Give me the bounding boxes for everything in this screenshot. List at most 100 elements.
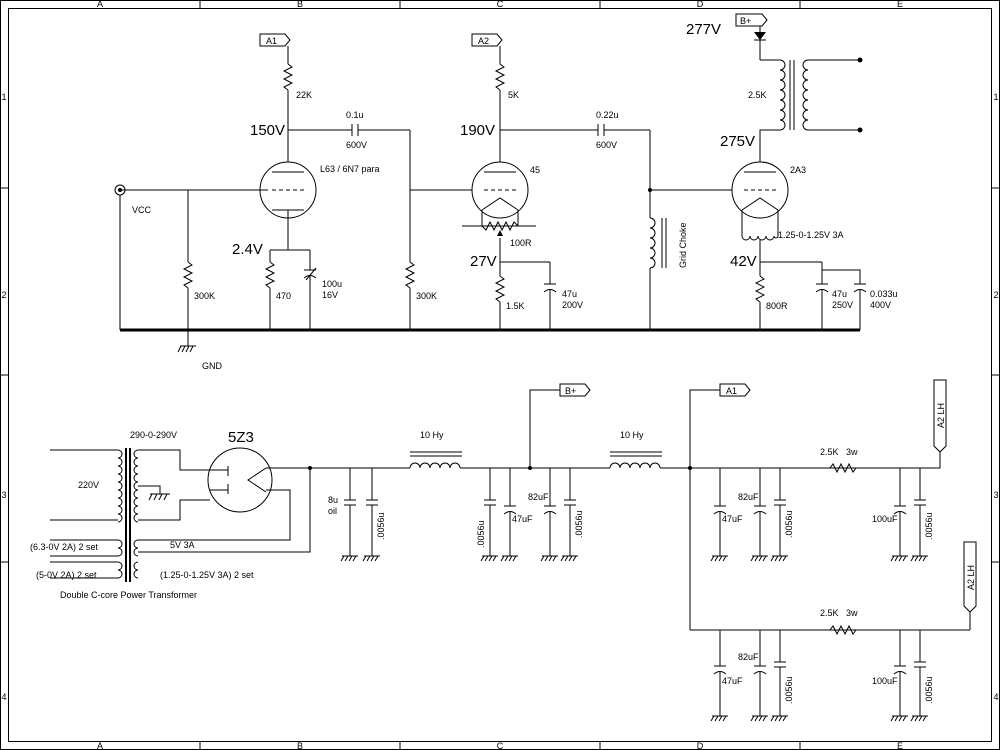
label-22k: 22K: [296, 90, 312, 100]
label-0056-1: .0056u: [376, 512, 386, 540]
rectifier-5z3: [207, 447, 273, 513]
cap-0056-1: [364, 468, 380, 557]
resistor-25k-1: [829, 462, 857, 474]
cap-0056-2: [482, 468, 498, 557]
tube-45: [462, 161, 536, 227]
tag-a2-lh-2-label: A2 LH: [966, 565, 976, 590]
cap-0056-4: [772, 468, 788, 557]
label-82uf-3: 82uF: [738, 652, 759, 662]
choke-2: [609, 462, 661, 469]
label-5k: 5K: [508, 90, 519, 100]
col-e-top: E: [897, 0, 903, 9]
cap-100u: [303, 267, 317, 281]
cap-82uf-3: [752, 630, 768, 717]
label-47uf-2: 47uF: [722, 514, 743, 524]
cap-022u: [597, 124, 605, 136]
label-100r: 100R: [510, 238, 532, 248]
resistor-800r: [754, 275, 766, 303]
resistor-100r: [481, 220, 519, 232]
voltage-27v: 27V: [470, 253, 497, 270]
cap-47uf-1: [502, 468, 518, 557]
label-100uf-2: 100uF: [872, 676, 898, 686]
tag-a1-psu-label: A1: [726, 386, 737, 396]
col-a-top: A: [97, 0, 103, 9]
voltage-277v: 277V: [686, 21, 721, 38]
tube-2a3: [731, 161, 789, 236]
label-0056-3: .0056u: [574, 510, 584, 538]
tag-bplus-psu-label: B+: [565, 386, 576, 396]
label-47u-v: 200V: [562, 300, 583, 310]
label-100u-v: 16V: [322, 290, 338, 300]
label-022u: 0.22u: [596, 110, 619, 120]
label-470: 470: [276, 291, 291, 301]
filament-winding: [741, 235, 779, 241]
col-d-top: D: [697, 0, 704, 9]
label-0056-7: .0056u: [924, 676, 934, 704]
filament-label: 1.25-0-1.25V 3A: [778, 230, 844, 240]
label-8u: 8u: [328, 495, 338, 505]
tube3-label: 2A3: [790, 165, 806, 175]
col-d-bottom: D: [697, 741, 704, 750]
label-0056-4: .0056u: [784, 510, 794, 538]
cap-47u-250v: [815, 283, 829, 293]
col-e-bottom: E: [897, 741, 903, 750]
label-1k5: 1.5K: [506, 301, 525, 311]
label-3w-1: 3w: [846, 447, 858, 457]
ot-primary: [779, 59, 786, 131]
tag-a1-top: [259, 33, 291, 47]
label-47uf-1: 47uF: [512, 514, 533, 524]
resistor-300k-b: [404, 261, 416, 289]
diode: [754, 32, 766, 40]
label-82uf-2: 82uF: [738, 492, 759, 502]
col-c-bottom: C: [497, 741, 504, 750]
choke1-label: 10 Hy: [420, 430, 444, 440]
label-63v: (6.3-0V 2A) 2 set: [30, 542, 99, 552]
label-100u: 100u: [322, 279, 342, 289]
cap-01u: [351, 124, 359, 136]
resistor-300k-a: [182, 261, 194, 289]
resistor-5k: [494, 63, 506, 91]
cap-47u-200v: [543, 283, 557, 293]
label-oil: oil: [328, 506, 337, 516]
label-125v: (1.25-0-1.25V 3A) 2 set: [160, 570, 254, 580]
voltage-24v: 2.4V: [232, 241, 263, 258]
label-3w-2: 3w: [846, 608, 858, 618]
resistor-22k: [282, 63, 294, 91]
tag-a1-top-label: A1: [266, 36, 277, 46]
voltage-275v: 275V: [720, 133, 755, 150]
cap-82uf-1: [542, 468, 558, 557]
tag-bplus-psu: [559, 383, 591, 397]
row-4-right: 4: [993, 692, 998, 702]
row-2-right: 2: [993, 290, 998, 300]
label-hv-secondary: 290-0-290V: [130, 430, 177, 440]
row-3-right: 3: [993, 490, 998, 500]
input-jack: [114, 184, 126, 330]
label-022u-v: 600V: [596, 140, 617, 150]
label-800r: 800R: [766, 301, 788, 311]
tube1-label: L63 / 6N7 para: [320, 164, 380, 174]
label-47uf-3: 47uF: [722, 676, 743, 686]
voltage-150v: 150V: [250, 122, 285, 139]
col-b-bottom: B: [297, 741, 303, 750]
label-25k-2: 2.5K: [820, 608, 839, 618]
label-47u-2: 47u: [832, 289, 847, 299]
tube2-label: 45: [530, 165, 540, 175]
grid-choke-label: Grid Choke: [678, 222, 688, 268]
rectifier-label: 5Z3: [228, 429, 254, 446]
psu-ground-marks: [340, 555, 927, 722]
tag-a2-lh-1: [933, 379, 947, 453]
gnd-symbol: [177, 330, 196, 353]
label-01u: 0.1u: [346, 110, 364, 120]
tag-a2-lh-1-label: A2 LH: [936, 403, 946, 428]
cap-0056-6: [772, 630, 788, 717]
tag-a1-psu: [719, 383, 751, 397]
cap-100uf-1: [892, 468, 908, 557]
vcc-label: VCC: [132, 205, 152, 215]
col-b-top: B: [297, 0, 303, 9]
cap-47uf-2: [712, 468, 728, 557]
cap-100uf-2: [892, 630, 908, 717]
label-0033u-v: 400V: [870, 300, 891, 310]
tag-bplus-top: [735, 13, 768, 27]
